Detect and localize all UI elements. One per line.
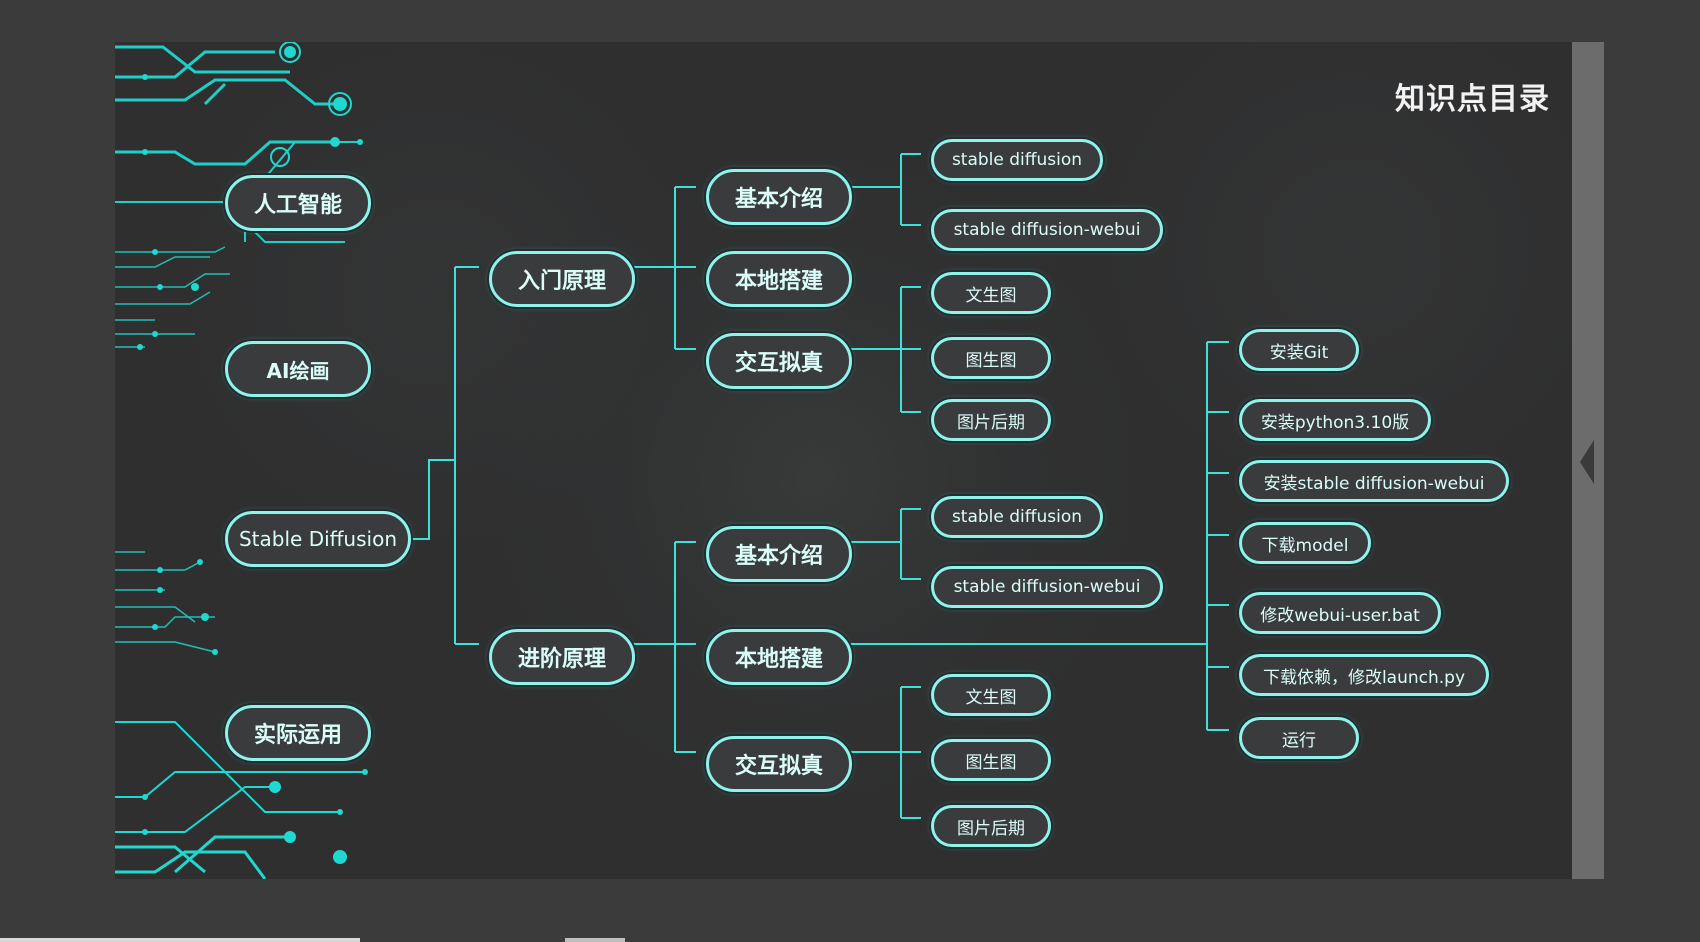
topic-ai-painting[interactable]: AI绘画 (225, 341, 371, 397)
setup-step[interactable]: 安装stable diffusion-webui (1239, 460, 1509, 502)
page-title: 知识点目录 (1395, 82, 1550, 117)
connector-lines (401, 153, 1229, 819)
intro-interact-item[interactable]: 图生图 (931, 337, 1051, 379)
advanced-interact[interactable]: 交互拟真 (706, 736, 852, 792)
setup-step[interactable]: 运行 (1239, 717, 1359, 759)
topic-practical-use[interactable]: 实际运用 (225, 705, 371, 761)
branch-advanced[interactable]: 进阶原理 (489, 629, 635, 685)
scroll-indicator (0, 938, 360, 942)
advanced-basic[interactable]: 基本介绍 (706, 526, 852, 582)
intro-interact[interactable]: 交互拟真 (706, 333, 852, 389)
circuit-decoration (115, 42, 368, 879)
advanced-local[interactable]: 本地搭建 (706, 629, 852, 685)
scroll-indicator (565, 938, 625, 942)
intro-interact-item[interactable]: 图片后期 (931, 399, 1051, 441)
setup-step[interactable]: 安装Git (1239, 329, 1359, 371)
intro-interact-item[interactable]: 文生图 (931, 272, 1051, 314)
setup-step[interactable]: 下载model (1239, 522, 1371, 564)
advanced-interact-item[interactable]: 文生图 (931, 674, 1051, 716)
intro-local[interactable]: 本地搭建 (706, 251, 852, 307)
topic-stable-diffusion[interactable]: Stable Diffusion (225, 511, 411, 567)
intro-basic-item[interactable]: stable diffusion-webui (931, 209, 1163, 251)
advanced-basic-item[interactable]: stable diffusion (931, 496, 1103, 538)
setup-step[interactable]: 安装python3.10版 (1239, 399, 1431, 441)
advanced-interact-item[interactable]: 图生图 (931, 739, 1051, 781)
mindmap-canvas: 知识点目录 人工智能 AI绘画 Stable Diffusion 实际运用 入门… (115, 42, 1572, 879)
advanced-basic-item[interactable]: stable diffusion-webui (931, 566, 1163, 608)
chevron-left-icon[interactable] (1580, 440, 1594, 484)
topic-ai[interactable]: 人工智能 (225, 175, 371, 231)
setup-step[interactable]: 下载依赖，修改launch.py (1239, 654, 1489, 696)
setup-step[interactable]: 修改webui-user.bat (1239, 592, 1441, 634)
intro-basic[interactable]: 基本介绍 (706, 169, 852, 225)
intro-basic-item[interactable]: stable diffusion (931, 139, 1103, 181)
advanced-interact-item[interactable]: 图片后期 (931, 805, 1051, 847)
branch-intro[interactable]: 入门原理 (489, 251, 635, 307)
